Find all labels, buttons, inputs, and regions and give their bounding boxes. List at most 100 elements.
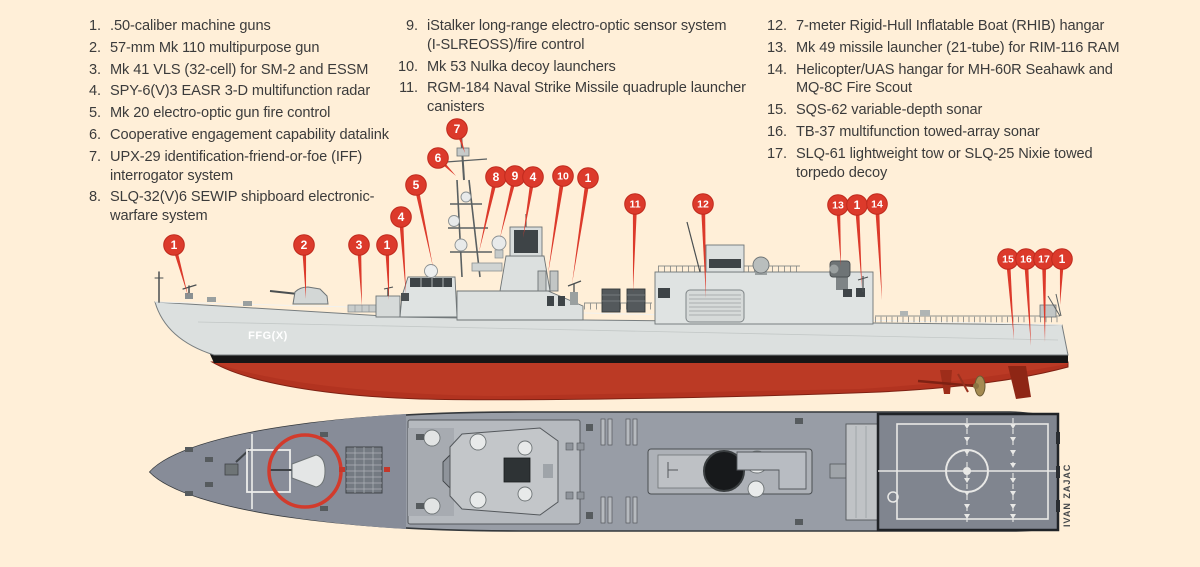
legend-item-9: 9.iStalker long-range electro-optic sens… [388, 17, 746, 55]
callout-marker-1: 1 [163, 234, 188, 296]
legend-text: UPX-29 identification-friend-or-foe (IFF… [110, 148, 363, 184]
forward-superstructure-top [407, 419, 585, 525]
legend-item-8: 8.SLQ-32(V)6 SEWIP shipboard electronic-… [71, 188, 389, 226]
bow-details [154, 271, 252, 306]
callout-marker-13: 13 [827, 194, 849, 266]
radar-panel [401, 293, 409, 301]
legend-item-6: 6.Cooperative engagement capability data… [71, 126, 389, 145]
callout-marker-5: 5 [405, 174, 433, 267]
legend-column-3: 12.7-meter Rigid-Hull Inflatable Boat (R… [757, 17, 1120, 185]
mast-dome-mid [448, 215, 460, 227]
mast-dome-upper [460, 191, 472, 203]
callout-number: 2 [301, 238, 308, 252]
mid-deckhouse [456, 290, 584, 321]
callout-number: 1 [384, 238, 391, 252]
bow-machine-gun [182, 284, 197, 290]
aft-deckhouse [654, 221, 874, 325]
legend-number: 7. [89, 148, 101, 165]
ram-pedestal [836, 277, 848, 290]
callout-number: 1 [171, 238, 178, 252]
legend-item-16: 16.TB-37 multifunction towed-array sonar [757, 123, 1119, 142]
legend-item-14: 14.Helicopter/UAS hangar for MH-60R Seah… [757, 61, 1119, 99]
vls-hatches [347, 304, 377, 313]
rudder [1008, 366, 1031, 399]
legend-number: 13. [767, 39, 787, 56]
callout-number: 3 [356, 238, 363, 252]
legend-text: SPY-6(V)3 EASR 3-D multifunction radar [110, 83, 371, 100]
callout-number: 11 [629, 199, 640, 211]
callout-marker-3: 3 [348, 234, 370, 306]
legend-text: SLQ-32(V)6 SEWIP shipboard electronic- w… [110, 189, 375, 225]
callout-marker-2: 2 [293, 234, 315, 299]
yardarm [445, 158, 488, 163]
legend-text: 57-mm Mk 110 multipurpose gun [110, 39, 320, 56]
callout-number: 4 [530, 170, 537, 184]
bow-deck-fittings [185, 432, 328, 511]
legend-item-1: 1. .50-caliber machine guns [71, 17, 389, 36]
legend-item-4: 4. SPY-6(V)3 EASR 3-D multifunction radar [71, 82, 389, 101]
callout-number: 9 [512, 169, 519, 183]
legend-number: 1. [89, 18, 101, 34]
callout-marker-1: 1 [572, 167, 599, 284]
legend-text: .50-caliber machine guns [110, 18, 271, 34]
b-deck-structure [375, 286, 401, 318]
callout-marker-11: 11 [624, 193, 646, 292]
exhaust-dome [752, 256, 770, 274]
legend-number: 4. [89, 83, 101, 100]
nsm-launchers [601, 288, 646, 313]
callout-marker-1: 1 [376, 234, 398, 300]
legend-text: iStalker long-range electro-optic sensor… [427, 18, 727, 53]
callout-marker-7: 7 [446, 118, 468, 153]
callout-marker-15: 15 [997, 248, 1019, 340]
callout-number: 1 [854, 198, 861, 212]
nulka-launchers [537, 270, 559, 292]
istalker-dome [491, 235, 507, 251]
legend-text: SQS-62 variable-depth sonar [796, 102, 983, 119]
callout-number: 1 [585, 171, 592, 185]
57mm-gun-mount [269, 286, 329, 305]
callout-number: 1 [1059, 252, 1066, 266]
callout-number: 7 [454, 122, 461, 136]
legend-column-2: 9.iStalker long-range electro-optic sens… [388, 17, 746, 120]
legend-number: 10. [398, 58, 418, 75]
sewip-platform [471, 262, 503, 272]
hull-underwater-red [210, 361, 1069, 401]
legend-number: 12. [767, 18, 787, 34]
callout-number: 6 [435, 151, 442, 165]
stern-deck-details [875, 293, 1062, 323]
legend-text: Mk 49 missile launcher (21-tube) for RIM… [796, 39, 1120, 56]
midship-top-structures [586, 418, 847, 525]
legend-number: 11. [399, 80, 418, 97]
legend-item-17: 17. SLQ-61 lightweight tow or SLQ-25 Nixi… [757, 145, 1119, 183]
callout-marker-1: 1 [846, 194, 868, 288]
legend-item-10: 10. Mk 53 Nulka decoy launchers [388, 58, 746, 77]
legend-number: 2. [89, 39, 101, 56]
bridge-windows [410, 278, 452, 287]
legend-text: Mk 20 electro-optic gun fire control [110, 105, 331, 122]
vls-grid-top [339, 446, 390, 494]
legend-text: Mk 53 Nulka decoy launchers [427, 58, 616, 75]
hull-designation-label: FFG(X) [248, 330, 288, 342]
easr-array-panel [514, 230, 538, 253]
legend-item-13: 13. Mk 49 missile launcher (21-tube) for … [757, 39, 1120, 58]
gun-top-view [270, 454, 326, 488]
callout-number: 10 [557, 171, 569, 183]
legend-item-3: 3.Mk 41 VLS (32-cell) for SM-2 and ESSM [71, 61, 389, 80]
callout-number: 8 [493, 170, 500, 184]
callout-marker-9: 9 [500, 165, 526, 238]
callout-number: 15 [1002, 254, 1014, 266]
stack-top-view [703, 450, 745, 492]
mast-dome-lower [454, 238, 468, 252]
callout-marker-12: 12 [692, 193, 714, 298]
legend-column-1: 1. .50-caliber machine guns 2. 57-mm Mk 110… [71, 17, 389, 229]
legend-item-15: 15.SQS-62 variable-depth sonar [757, 101, 1119, 120]
callout-number: 16 [1020, 254, 1032, 266]
callout-marker-4: 4 [390, 206, 412, 294]
legend-number: 17. [767, 145, 787, 162]
callout-number: 17 [1038, 254, 1050, 266]
callout-marker-10: 10 [548, 165, 574, 274]
legend-item-2: 2. 57-mm Mk 110 multipurpose gun [71, 39, 389, 58]
legend-text: SLQ-61 lightweight tow or SLQ-25 Nixie t… [796, 145, 1093, 181]
